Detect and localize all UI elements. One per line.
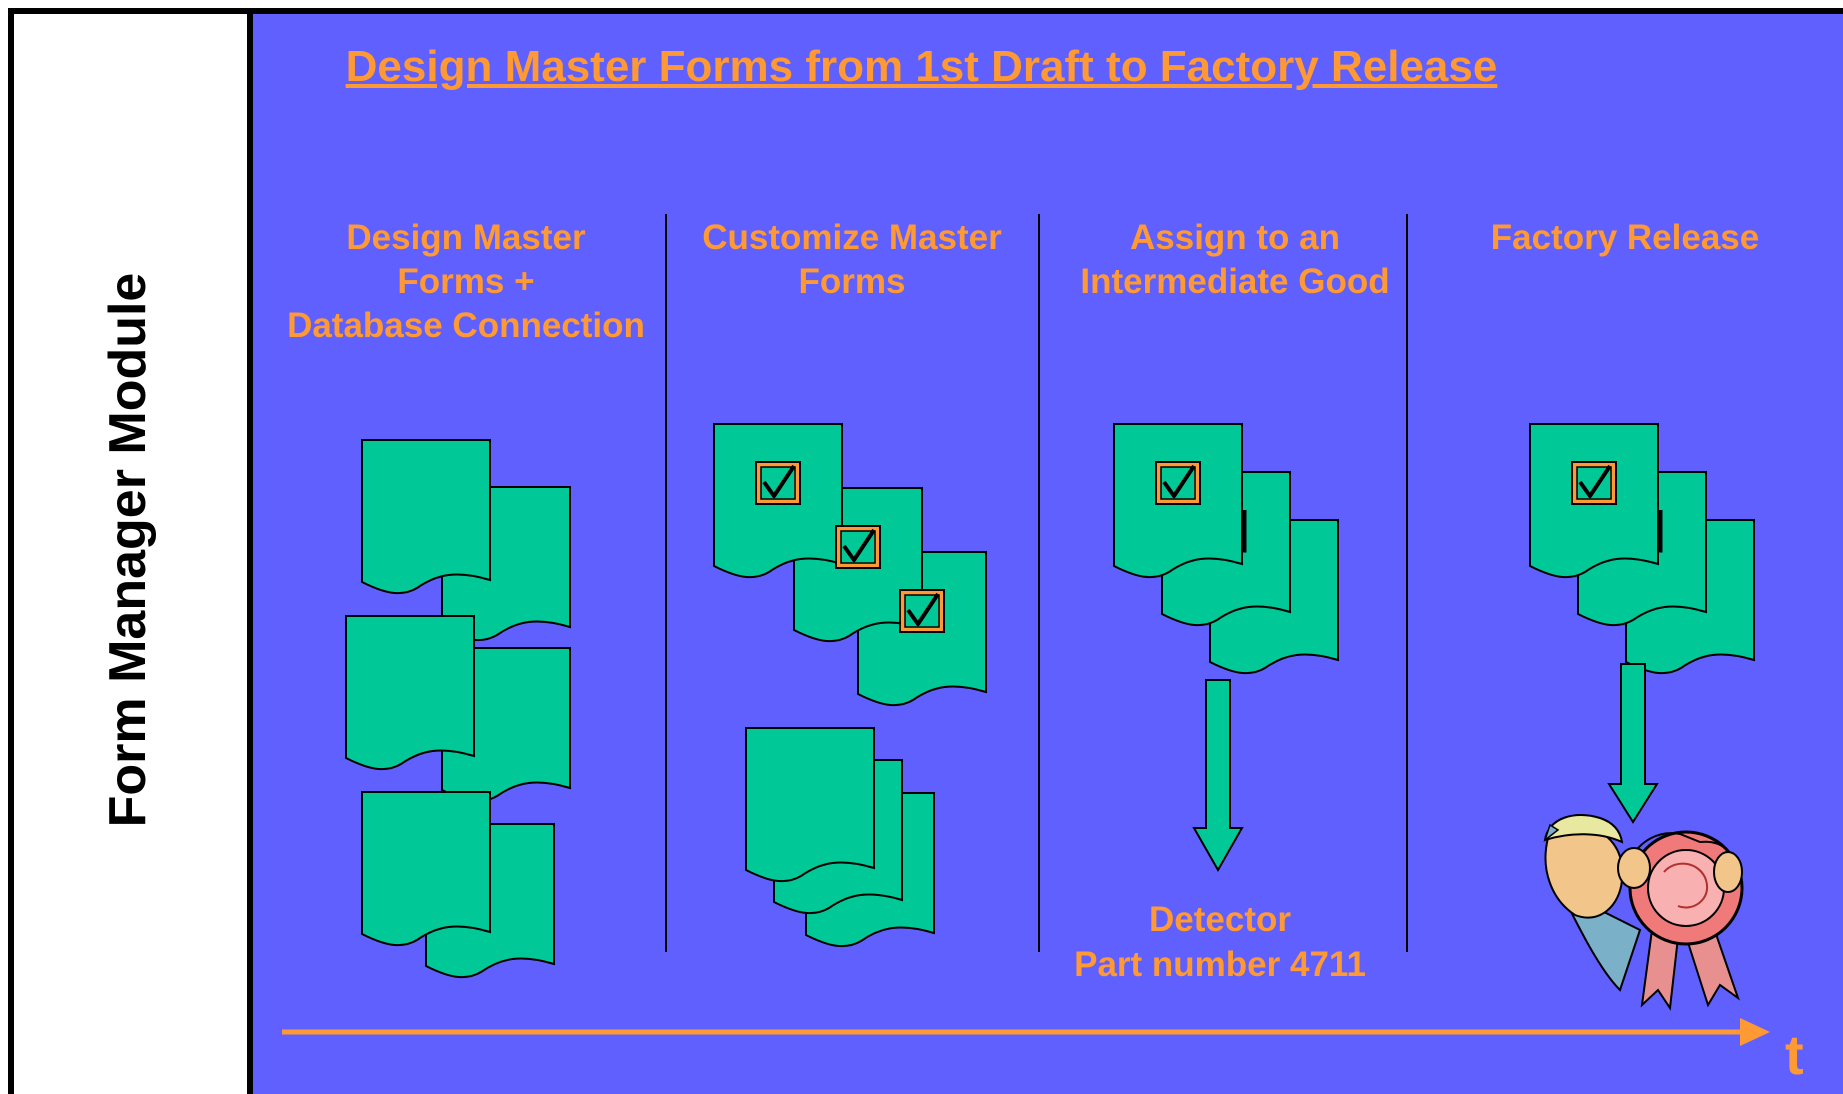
stage-title-line: Factory Release <box>1490 218 1760 257</box>
down-arrow-icon <box>1607 663 1659 824</box>
checkbox-icon <box>834 524 882 570</box>
form-document-icon <box>361 439 491 595</box>
side-panel <box>8 8 248 1094</box>
form-document-icon <box>745 727 875 883</box>
stage-title-design: Design Master Forms + Database Connectio… <box>276 216 656 348</box>
stage-title-line: Customize Master <box>702 218 1002 257</box>
part-label-line: Part number 4711 <box>1074 945 1366 984</box>
checkbox-icon <box>754 460 802 506</box>
stage-title-line: Forms <box>798 262 906 301</box>
stage-title-customize: Customize Master Forms <box>672 216 1032 304</box>
slide-title: Design Master Forms from 1st Draft to Fa… <box>345 42 1498 91</box>
stage-title-line: Assign to an <box>1129 218 1341 257</box>
checkbox-icon <box>898 588 946 634</box>
form-document-icon <box>345 615 475 771</box>
stage-title-line: Database Connection <box>287 306 645 345</box>
down-arrow-icon <box>1192 679 1244 873</box>
form-document-icon <box>361 791 491 947</box>
stage-title-line: Forms + <box>397 262 535 301</box>
stage-title-line: Design Master <box>346 218 586 257</box>
stage-title-line: Intermediate Good <box>1080 262 1390 301</box>
part-label-line: Detector <box>1149 900 1291 939</box>
award-ribbon-icon <box>1543 814 1744 1011</box>
part-label: Detector Part number 4711 <box>1040 897 1400 987</box>
stage-title-release: Factory Release <box>1430 216 1820 260</box>
checkbox-icon <box>1154 460 1202 506</box>
time-arrow-icon <box>282 1018 1770 1046</box>
stage-title-assign: Assign to an Intermediate Good <box>1050 216 1420 304</box>
time-axis-label: t <box>1785 1023 1804 1086</box>
checkbox-icon <box>1570 460 1618 506</box>
